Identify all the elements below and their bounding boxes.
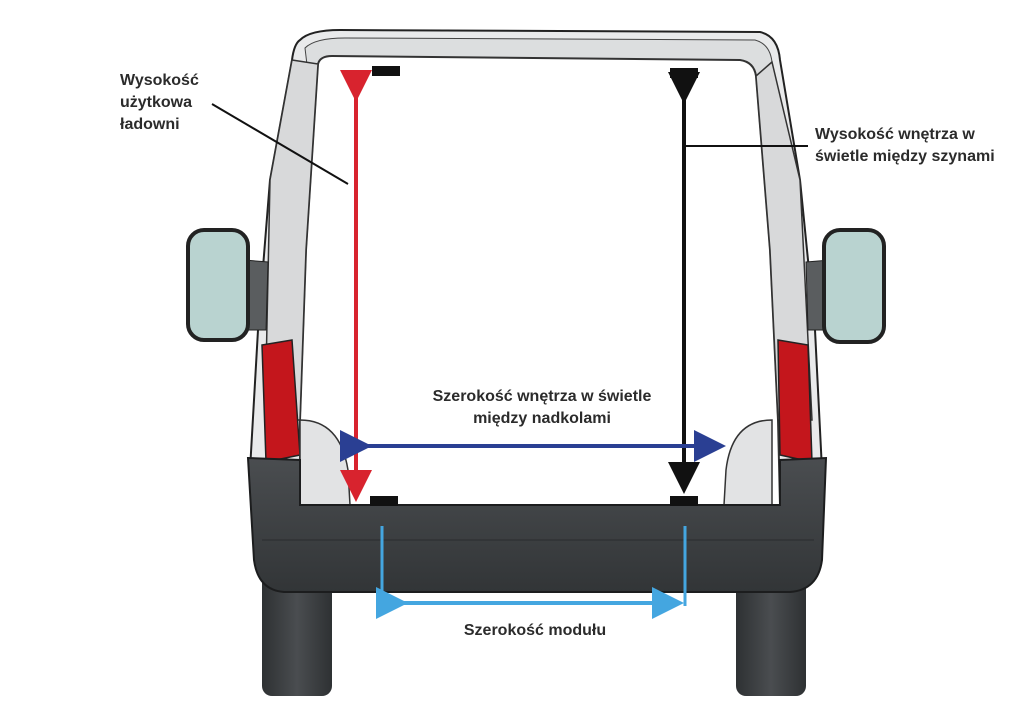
- left-rear-tire: [262, 560, 332, 696]
- left-mirror: [186, 228, 250, 342]
- module-width-label: Szerokość modułu: [440, 620, 630, 642]
- cargo-door-opening: [299, 54, 782, 506]
- right-tail-light: [777, 339, 813, 463]
- interior-height-label-line-2: świetle między szynami: [815, 148, 995, 165]
- usable-height-label: Wysokość użytkowa ładowni: [120, 70, 199, 136]
- right-rear-tire: [736, 560, 806, 696]
- module-width-label-text: Szerokość modułu: [463, 622, 607, 639]
- interior-width-label: Szerokość wnętrza w świetle między nadko…: [412, 386, 672, 430]
- right-mirror: [822, 228, 886, 344]
- usable-height-label-line-3: ładowni: [120, 116, 180, 133]
- interior-height-label-line-1: Wysokość wnętrza w: [815, 126, 975, 143]
- rail-top-left: [372, 66, 400, 76]
- rail-top-right: [670, 68, 698, 78]
- interior-width-label-line-1: Szerokość wnętrza w świetle: [432, 388, 652, 405]
- interior-height-label: Wysokość wnętrza w świetle między szynam…: [815, 124, 995, 168]
- rail-bottom-left: [370, 496, 398, 506]
- usable-height-leader: [211, 103, 349, 185]
- rail-bottom-right: [670, 496, 698, 506]
- right-wheel-arch: [723, 419, 773, 506]
- right-pillar: [755, 60, 813, 421]
- interior-width-label-line-2: między nadkolami: [473, 410, 611, 427]
- rear-bumper: [246, 456, 828, 593]
- usable-height-label-line-1: Wysokość: [120, 72, 199, 89]
- usable-height-label-line-2: użytkowa: [120, 94, 193, 111]
